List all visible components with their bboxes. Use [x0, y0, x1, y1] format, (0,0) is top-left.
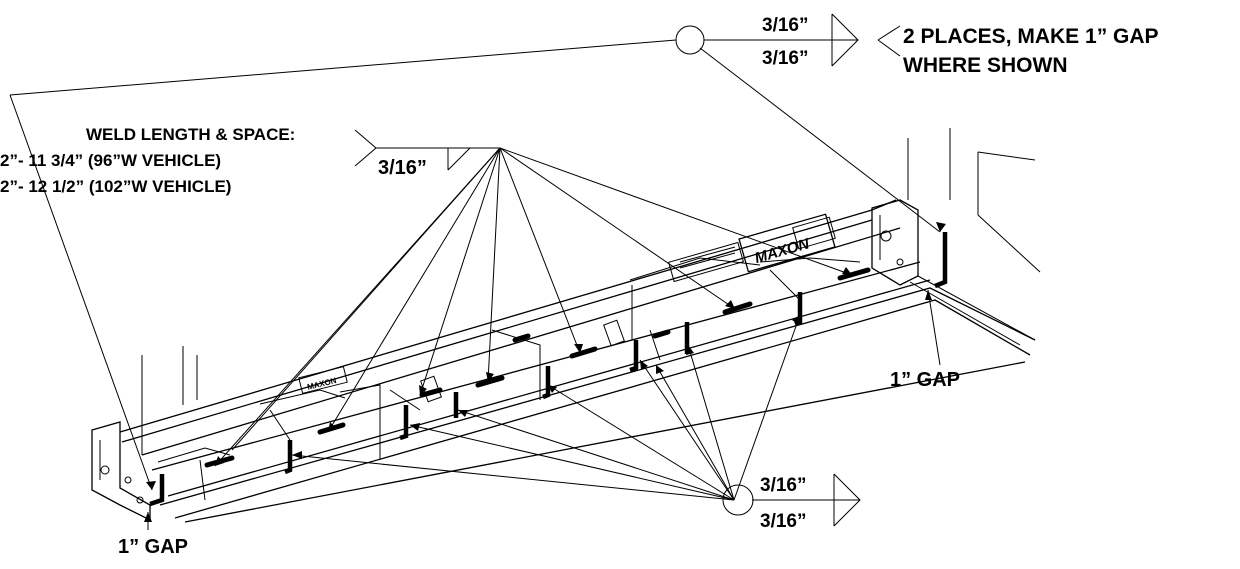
top-weld-size-lower: 3/16” — [762, 48, 808, 69]
top-note-line1: 2 PLACES, MAKE 1” GAP — [903, 25, 1159, 48]
weld-beads — [149, 232, 948, 507]
gap-label-left: 1” GAP — [118, 536, 188, 558]
top-weld-symbol: 3/16” 3/16” 2 PLACES, MAKE 1” GAP WHERE … — [675, 13, 1159, 77]
bottom-weld-size-upper: 3/16” — [760, 475, 806, 496]
arrowheads — [144, 222, 946, 522]
weld-length-96: 2”- 11 3/4” (96”W VEHICLE) — [0, 151, 221, 170]
top-weld-size-upper: 3/16” — [762, 15, 808, 36]
leader-lines — [9, 39, 941, 530]
gap-label-right: 1” GAP — [890, 369, 960, 391]
small-plate-label: MAXON — [306, 376, 337, 392]
weld-length-size: 3/16” — [378, 157, 427, 179]
top-note-line2: WHERE SHOWN — [903, 54, 1068, 77]
vehicle-outline — [141, 128, 1041, 455]
top-callout-circle — [675, 25, 705, 55]
bottom-weld-size-lower: 3/16” — [760, 511, 806, 532]
weld-length-symbol: WELD LENGTH & SPACE: 2”- 11 3/4” (96”W V… — [0, 125, 472, 196]
weld-length-title: WELD LENGTH & SPACE: — [86, 125, 295, 144]
bottom-callout-circle — [722, 484, 754, 516]
bottom-weld-symbol: 3/16” 3/16” — [722, 473, 861, 532]
liftgate-frame: MAXON MAXON — [91, 199, 1036, 523]
weld-length-102: 2”- 12 1/2” (102”W VEHICLE) — [0, 177, 231, 196]
